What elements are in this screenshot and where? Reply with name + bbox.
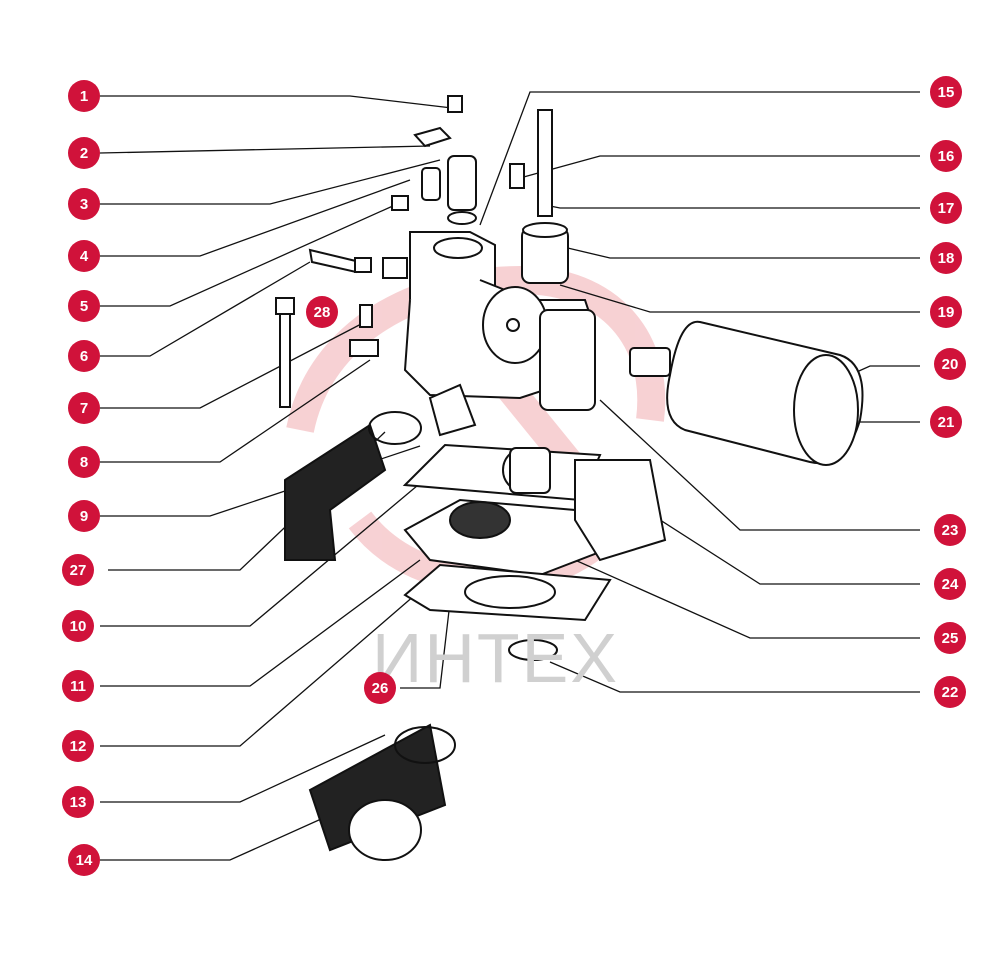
callout-13[interactable]: 13 [62, 786, 94, 818]
callout-24[interactable]: 24 [934, 568, 966, 600]
callout-23[interactable]: 23 [934, 514, 966, 546]
callout-7[interactable]: 7 [68, 392, 100, 424]
callout-15[interactable]: 15 [930, 76, 962, 108]
callout-25[interactable]: 25 [934, 622, 966, 654]
callout-19[interactable]: 19 [930, 296, 962, 328]
callout-14[interactable]: 14 [68, 844, 100, 876]
callout-20[interactable]: 20 [934, 348, 966, 380]
callout-8[interactable]: 8 [68, 446, 100, 478]
callout-6[interactable]: 6 [68, 340, 100, 372]
callout-3[interactable]: 3 [68, 188, 100, 220]
callout-28[interactable]: 28 [306, 296, 338, 328]
callout-18[interactable]: 18 [930, 242, 962, 274]
callout-16[interactable]: 16 [930, 140, 962, 172]
callout-27[interactable]: 27 [62, 554, 94, 586]
callout-21[interactable]: 21 [930, 406, 962, 438]
callout-26[interactable]: 26 [364, 672, 396, 704]
parts-drawing [275, 95, 864, 861]
callout-22[interactable]: 22 [934, 676, 966, 708]
callout-1[interactable]: 1 [68, 80, 100, 112]
callout-9[interactable]: 9 [68, 500, 100, 532]
callout-4[interactable]: 4 [68, 240, 100, 272]
callout-5[interactable]: 5 [68, 290, 100, 322]
callout-2[interactable]: 2 [68, 137, 100, 169]
callout-12[interactable]: 12 [62, 730, 94, 762]
callout-17[interactable]: 17 [930, 192, 962, 224]
callout-10[interactable]: 10 [62, 610, 94, 642]
callout-11[interactable]: 11 [62, 670, 94, 702]
